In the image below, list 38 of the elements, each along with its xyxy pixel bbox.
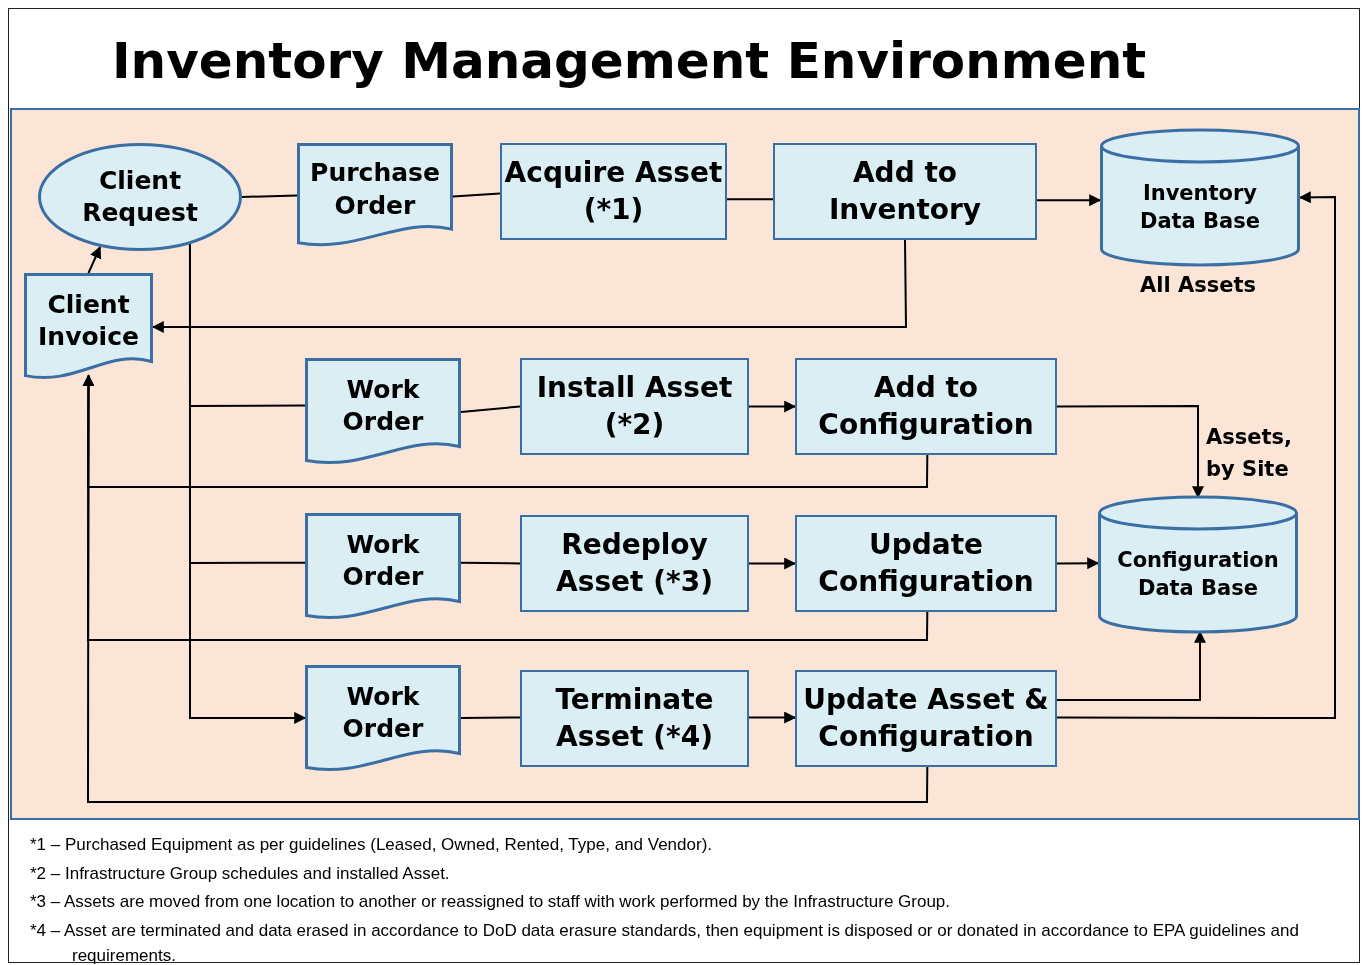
arrow	[748, 711, 797, 724]
process-box: Update Configuration	[795, 515, 1057, 612]
database-cylinder: Configuration Data Base	[1098, 497, 1298, 632]
arrow	[151, 239, 907, 333]
process-box: Acquire Asset (*1)	[500, 143, 727, 240]
process-box: Redeploy Asset (*3)	[520, 515, 749, 612]
arrow	[748, 557, 797, 570]
footnote: *2 – Infrastructure Group schedules and installed Asset.	[30, 862, 451, 885]
arrow	[1056, 191, 1336, 719]
arrow	[1036, 194, 1102, 207]
arrow	[1056, 557, 1100, 570]
title: Inventory Management Environment	[112, 32, 1147, 90]
process-box: Install Asset (*2)	[520, 358, 749, 455]
connector-line	[460, 716, 521, 719]
connector-line	[241, 194, 298, 198]
document-shape: Work Order	[305, 358, 461, 466]
arrow	[82, 374, 929, 803]
node-caption: All Assets	[1140, 273, 1256, 297]
process-box: Terminate Asset (*4)	[520, 670, 749, 767]
connector-line	[460, 405, 521, 413]
process-box: Add to Configuration	[795, 358, 1057, 455]
connector-line	[460, 561, 521, 565]
arrow	[189, 243, 307, 724]
connector-line	[726, 198, 774, 201]
database-cylinder: Inventory Data Base	[1100, 130, 1300, 265]
arrow	[748, 400, 797, 413]
ellipse-node: Client Request	[38, 143, 242, 251]
document-shape: Purchase Order	[297, 143, 453, 248]
document-shape: Work Order	[305, 513, 461, 621]
footnote: *3 – Assets are moved from one location to another or reassigned to staff with work performed by the Infrastructure Group.	[30, 891, 952, 914]
connector-line	[452, 192, 501, 198]
document-shape: Client Invoice	[24, 273, 153, 381]
arrow	[87, 246, 102, 274]
document-shape: Work Order	[305, 665, 461, 773]
process-box: Update Asset & Configuration	[795, 670, 1057, 767]
footnote: *1 – Purchased Equipment as per guidelines (Leased, Owned, Rented, Type, and Vendor).	[30, 834, 714, 856]
footnote: *4 – Asset are terminated and data erased in accordance to DoD data erasure standards, then equipment is disposed or or donated in accordance to EPA guidelines and requirements.	[30, 919, 1300, 965]
process-box: Add to Inventory	[773, 143, 1037, 240]
